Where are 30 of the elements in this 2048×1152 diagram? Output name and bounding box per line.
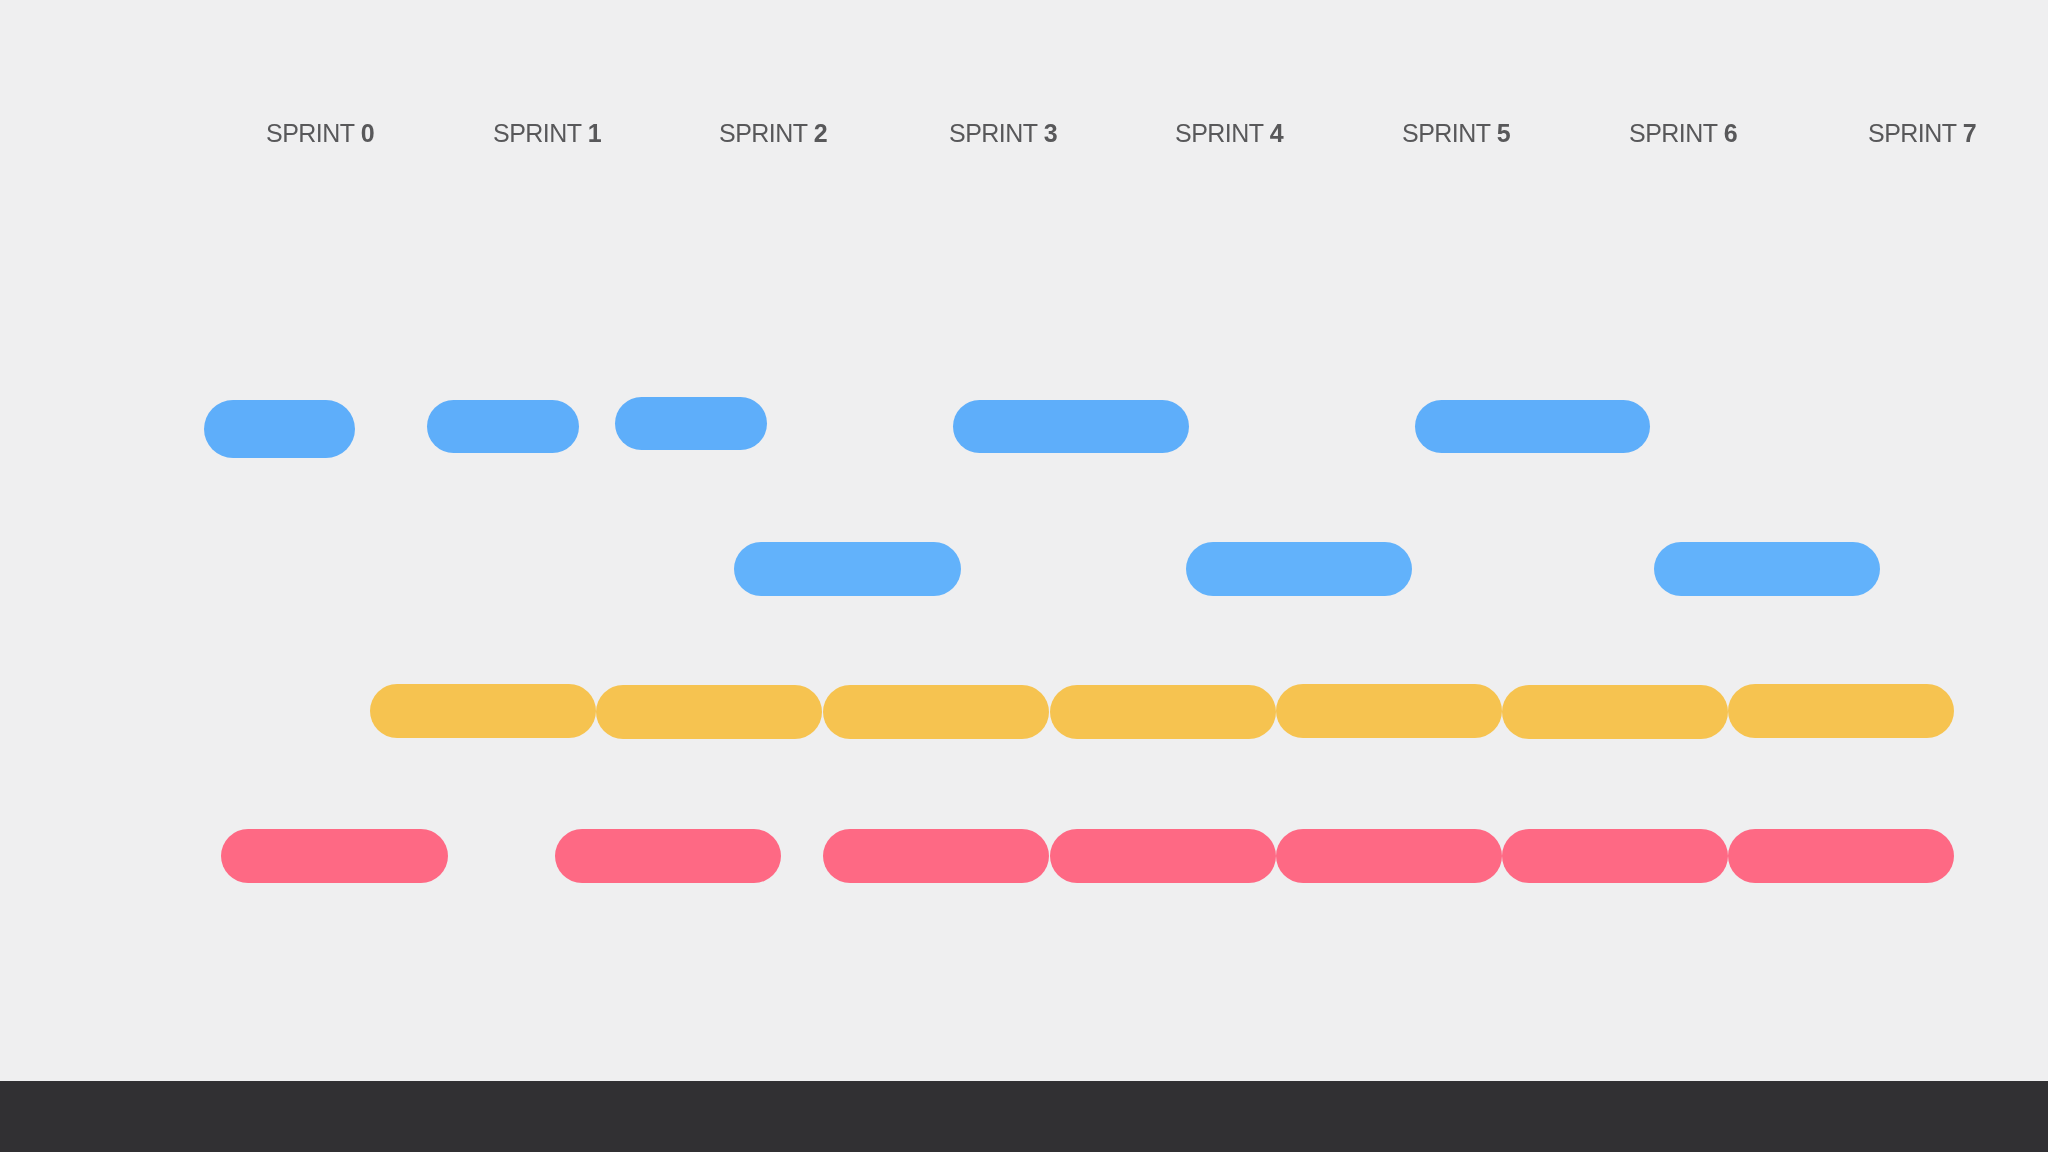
timeline-bar [1728, 684, 1954, 738]
timeline-bar [1276, 684, 1502, 738]
sprint-label: SPRINT 2 [718, 118, 828, 148]
timeline-bar [1415, 400, 1650, 453]
timeline-bar [823, 829, 1049, 883]
timeline-bar [1502, 829, 1728, 883]
timeline-bar [204, 400, 355, 458]
sprint-label: SPRINT 4 [1174, 118, 1284, 148]
sprint-label: SPRINT 3 [948, 118, 1058, 148]
timeline-bar [1186, 542, 1412, 596]
sprint-label: SPRINT 6 [1628, 118, 1738, 148]
timeline-bar [1050, 829, 1276, 883]
timeline-bar [1276, 829, 1502, 883]
timeline-bar [1728, 829, 1954, 883]
timeline-bar [615, 397, 767, 450]
timeline-bar [221, 829, 448, 883]
timeline-bar [555, 829, 781, 883]
timeline-bar [1050, 685, 1276, 739]
timeline-bar [953, 400, 1189, 453]
timeline-bar [427, 400, 579, 453]
timeline-bar [370, 684, 596, 738]
timeline-bar [596, 685, 822, 739]
timeline-bar [734, 542, 961, 596]
timeline-bar [823, 685, 1049, 739]
sprint-label: SPRINT 1 [492, 118, 602, 148]
sprint-label: SPRINT 5 [1401, 118, 1511, 148]
timeline-bar [1654, 542, 1880, 596]
sprint-label: SPRINT 0 [265, 118, 375, 148]
sprint-label: SPRINT 7 [1867, 118, 1977, 148]
timeline-bar [1502, 685, 1728, 739]
